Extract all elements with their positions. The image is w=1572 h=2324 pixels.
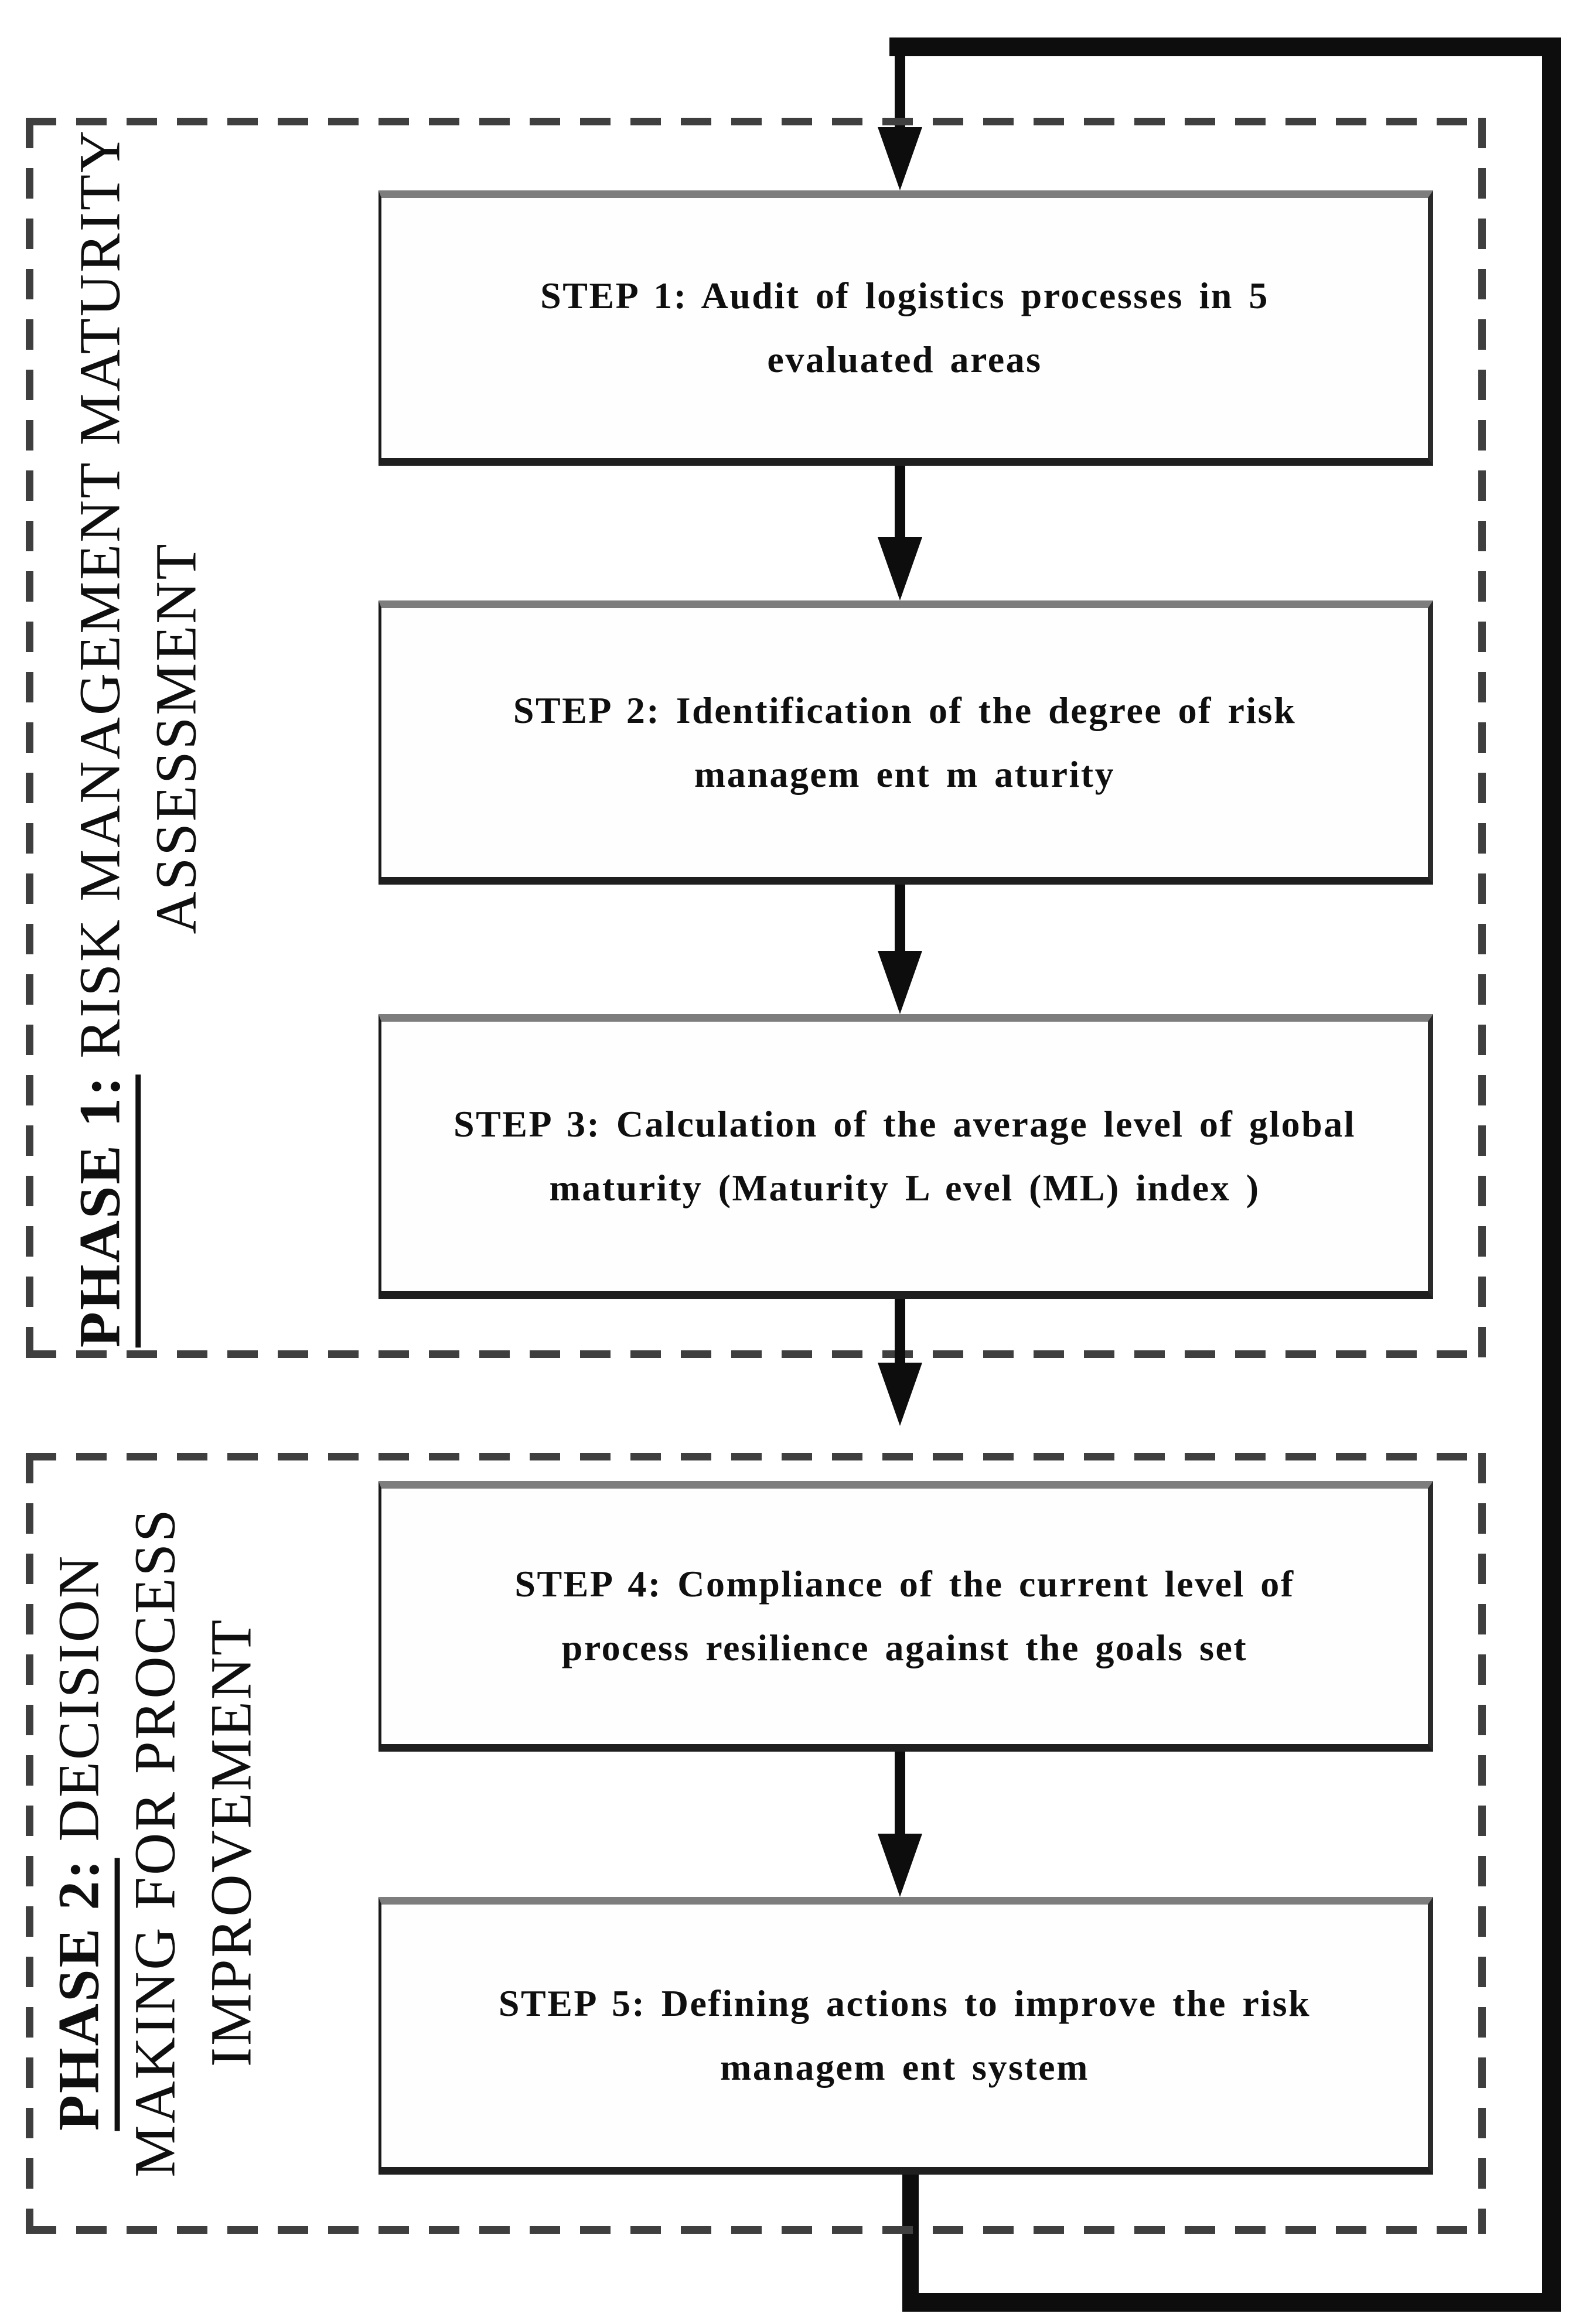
step-3-line-2: maturity (Maturity L evel (ML) index ) <box>549 1167 1260 1209</box>
step-3-text: STEP 3: Calculation of the average level… <box>430 1093 1379 1220</box>
phase-1-label-prefix: PHASE 1: <box>67 1074 141 1348</box>
phase-1-label-title: RISK MANAGEMENT MATURITY <box>67 128 132 1075</box>
step-5-line-2: managem ent system <box>720 2046 1089 2088</box>
arrow-head <box>878 1834 922 1897</box>
step-3-box: STEP 3: Calculation of the average level… <box>378 1014 1433 1299</box>
phase-2-border-bottom <box>26 2226 1486 2234</box>
step-2-box: STEP 2: Identification of the degree of … <box>378 600 1433 885</box>
phase-1-region <box>26 118 1486 1358</box>
phase-2-label-line-2: MAKING FOR PROCESS <box>122 1507 188 2178</box>
step-2-line-1: STEP 2: Identification of the degree of … <box>513 689 1297 731</box>
arrow-head <box>878 127 922 190</box>
feedback-line-from-step5 <box>902 2171 919 2311</box>
arrow-shaft <box>895 466 905 542</box>
phase-2-label-title: DECISION <box>46 1554 112 1858</box>
phase-2-border-right <box>1478 1453 1486 2234</box>
step-1-box: STEP 1: Audit of logistics processes in … <box>378 190 1433 466</box>
step-1-text: STEP 1: Audit of logistics processes in … <box>517 264 1293 392</box>
phase-2-label-line-1: PHASE 2: DECISION <box>41 1507 121 2177</box>
arrow-shaft <box>895 1299 905 1367</box>
step-2-text: STEP 2: Identification of the degree of … <box>490 679 1319 807</box>
step-5-text: STEP 5: Defining actions to improve the … <box>475 1972 1334 2100</box>
phase-2-label: PHASE 2: DECISION MAKING FOR PROCESS IMP… <box>29 1465 281 2220</box>
step-2-line-2: managem ent m aturity <box>694 753 1116 795</box>
arrow-shaft <box>895 885 905 955</box>
step-5-line-1: STEP 5: Defining actions to improve the … <box>498 1982 1311 2025</box>
step-4-line-1: STEP 4: Compliance of the current level … <box>514 1563 1295 1605</box>
step-5-box: STEP 5: Defining actions to improve the … <box>378 1897 1433 2175</box>
phase-2-label-line-3: IMPROVEMENT <box>199 1617 264 2067</box>
phase-2-border-left <box>26 1453 33 2234</box>
arrow-head <box>878 537 922 600</box>
step-4-text: STEP 4: Compliance of the current level … <box>491 1552 1318 1680</box>
step-1-line-1: STEP 1: Audit of logistics processes in … <box>540 275 1269 317</box>
phase-2-label-text: PHASE 2: DECISION MAKING FOR PROCESS IMP… <box>41 1507 270 2178</box>
phase-1-label-text: PHASE 1: RISK MANAGEMENT MATURITY ASSESS… <box>62 129 214 1348</box>
arrow-head <box>878 951 922 1014</box>
step-4-line-2: process resilience against the goals set <box>561 1627 1248 1668</box>
phase-1-border-bottom <box>26 1350 1486 1358</box>
phase-2-label-prefix: PHASE 2: <box>46 1858 121 2131</box>
feedback-line-right <box>1542 37 1561 2312</box>
feedback-line-top <box>889 37 1561 56</box>
phase-1-border-top <box>26 118 1486 125</box>
phase-2-border-top <box>26 1453 1486 1460</box>
phase-1-border-left <box>26 118 33 1358</box>
arrow-head <box>878 1363 922 1426</box>
arrow-shaft <box>895 56 905 132</box>
step-1-line-2: evaluated areas <box>767 339 1042 380</box>
phase-1-label-line-1: PHASE 1: RISK MANAGEMENT MATURITY <box>62 128 141 1348</box>
feedback-line-bottom <box>902 2293 1561 2312</box>
phase-1-border-right <box>1478 118 1486 1358</box>
step-4-box: STEP 4: Compliance of the current level … <box>378 1481 1433 1752</box>
step-3-line-1: STEP 3: Calculation of the average level… <box>453 1103 1356 1145</box>
phase-1-label-line-2: ASSESSMENT <box>143 542 209 934</box>
phase-1-label: PHASE 1: RISK MANAGEMENT MATURITY ASSESS… <box>29 129 246 1348</box>
phase-2-region <box>26 1453 1486 2234</box>
arrow-shaft <box>895 1752 905 1838</box>
